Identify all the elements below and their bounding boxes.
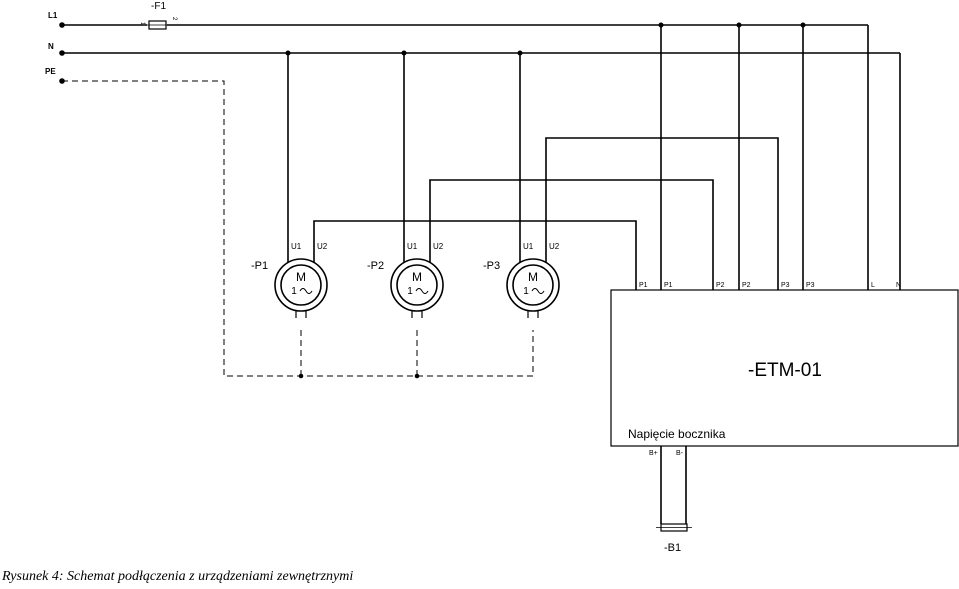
terminal-label: L	[871, 282, 875, 289]
motor-p2: M 1 -P2 U1 U2	[367, 242, 444, 318]
terminal-label: P3	[806, 282, 815, 289]
terminal-label: P1	[664, 282, 673, 289]
pe-terminal	[59, 78, 65, 84]
shunt-label: -B1	[664, 542, 681, 554]
junction-dot	[401, 50, 407, 56]
motor-symbol: M	[296, 270, 306, 284]
junction-dot	[800, 22, 806, 28]
motor-u1-label: U1	[407, 242, 418, 251]
fuse-pin1: 1	[139, 22, 145, 26]
motor-p3: M 1 -P3 U1 U2	[483, 242, 560, 318]
motor-label: -P1	[251, 260, 268, 272]
motor-u2-label: U2	[549, 242, 560, 251]
motor-inner-ring	[512, 264, 554, 306]
fuse-label: -F1	[151, 1, 166, 12]
pe-line	[62, 80, 534, 377]
l1-terminal	[59, 22, 65, 28]
controller-box	[610, 289, 959, 447]
p2-u2-wire	[429, 179, 714, 290]
motor-symbol: M	[412, 270, 422, 284]
junction-dot	[658, 22, 664, 28]
ac-wave-icon	[415, 288, 429, 294]
terminal-label: N	[896, 282, 901, 289]
figure-caption: Rysunek 4: Schemat podłączenia z urządze…	[2, 569, 354, 584]
motor-u2-label: U2	[317, 242, 328, 251]
shunt-terminal-minus: B-	[676, 450, 684, 457]
motor-outer-ring	[506, 258, 560, 312]
p3-u2-wire	[545, 137, 779, 290]
l1-label: L1	[48, 11, 58, 20]
motor-phase: 1	[523, 286, 529, 297]
fuse-pin2: 2	[171, 17, 177, 21]
shunt-terminal-plus: B+	[649, 450, 658, 457]
line-terminals	[59, 22, 65, 84]
junction-dot	[517, 50, 523, 56]
supply-lines	[62, 24, 900, 377]
motor-label: -P2	[367, 260, 384, 272]
terminal-label: P3	[781, 282, 790, 289]
motor-outer-ring	[274, 258, 328, 312]
motor-feed-wires	[287, 25, 901, 290]
motor-u1-label: U1	[291, 242, 302, 251]
motor-phase: 1	[291, 286, 297, 297]
motor-label: -P3	[483, 260, 500, 272]
controller-label: -ETM-01	[748, 360, 822, 381]
pe-label: PE	[45, 67, 56, 76]
motor-p1: M 1 -P1 U1 U2	[251, 242, 328, 318]
controller-terminal-labels: P1 P1 P2 P2 P3 P3 L N	[639, 282, 901, 289]
junction-dot	[736, 22, 742, 28]
controller-subtitle: Napięcie bocznika	[628, 427, 726, 441]
ac-wave-icon	[299, 288, 313, 294]
terminal-label: P2	[742, 282, 751, 289]
motor-u2-label: U2	[433, 242, 444, 251]
n-label: N	[48, 42, 54, 51]
junction-dot	[285, 50, 291, 56]
terminal-label: P1	[639, 282, 648, 289]
motor-outer-ring	[390, 258, 444, 312]
n-terminal	[59, 50, 65, 56]
motor-symbol: M	[528, 270, 538, 284]
motor-u1-label: U1	[523, 242, 534, 251]
motor-inner-ring	[280, 264, 322, 306]
shunt-wires	[660, 446, 687, 524]
motor-phase: 1	[407, 286, 413, 297]
pe-motor-drops	[300, 330, 418, 376]
ac-wave-icon	[531, 288, 545, 294]
p1-u2-wire	[313, 220, 637, 290]
motor-inner-ring	[396, 264, 438, 306]
terminal-label: P2	[716, 282, 725, 289]
